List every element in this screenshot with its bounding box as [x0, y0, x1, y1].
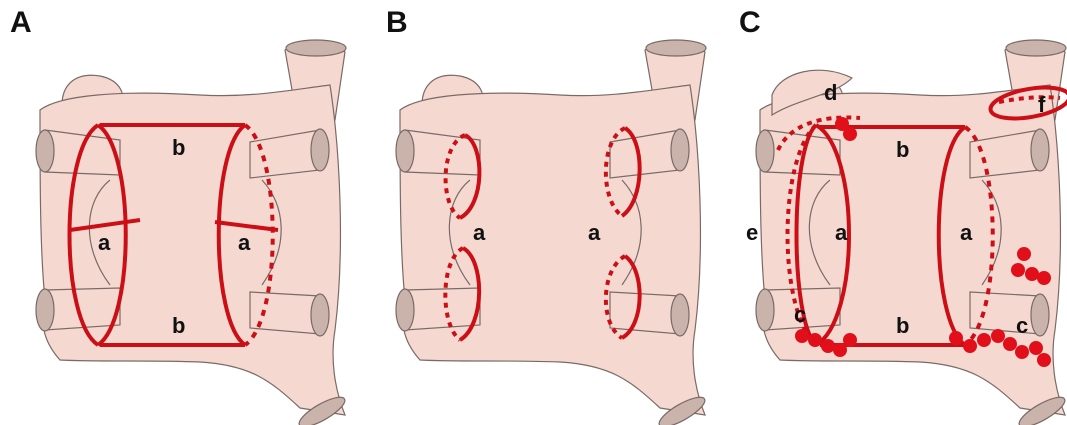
lesion-dot — [1017, 247, 1031, 261]
lesion-dot — [795, 329, 809, 343]
lesion-dot — [843, 333, 857, 347]
lesion-dot — [977, 333, 991, 347]
lesion-dot — [1015, 345, 1029, 359]
label-c-left: c — [794, 302, 806, 327]
label-a-left: a — [98, 230, 111, 255]
lesion-dot — [963, 339, 977, 353]
label-d: d — [824, 80, 837, 105]
lesion-dot — [833, 343, 847, 357]
label-a-right: a — [238, 230, 251, 255]
label-b-bottom: b — [896, 313, 909, 338]
lesion-dot — [843, 127, 857, 141]
lesion-dot — [1037, 353, 1051, 367]
label-a-right: a — [960, 220, 973, 245]
panel-c: d f b b a a e c c — [746, 40, 1067, 425]
lesion-dot — [1003, 337, 1017, 351]
atrium-a — [36, 40, 349, 425]
lesion-dot — [1029, 341, 1043, 355]
lesion-dot — [1011, 263, 1025, 277]
label-a-right: a — [588, 220, 601, 245]
label-e: e — [746, 220, 758, 245]
lesion-dot — [949, 331, 963, 345]
panel-a: b b a a — [36, 40, 349, 425]
label-c-right: c — [1016, 313, 1028, 338]
label-b-top: b — [172, 135, 185, 160]
label-a-left: a — [473, 220, 486, 245]
label-b-top: b — [896, 137, 909, 162]
label-f: f — [1038, 92, 1046, 117]
lesion-dot — [821, 339, 835, 353]
label-a-left: a — [835, 220, 848, 245]
label-b-bottom: b — [172, 313, 185, 338]
panel-b: a a — [396, 40, 709, 425]
lesion-dot — [1025, 267, 1039, 281]
lesion-dot — [991, 329, 1005, 343]
lesion-dot — [808, 333, 822, 347]
lesion-dot — [1037, 271, 1051, 285]
atrium-b — [396, 40, 709, 425]
